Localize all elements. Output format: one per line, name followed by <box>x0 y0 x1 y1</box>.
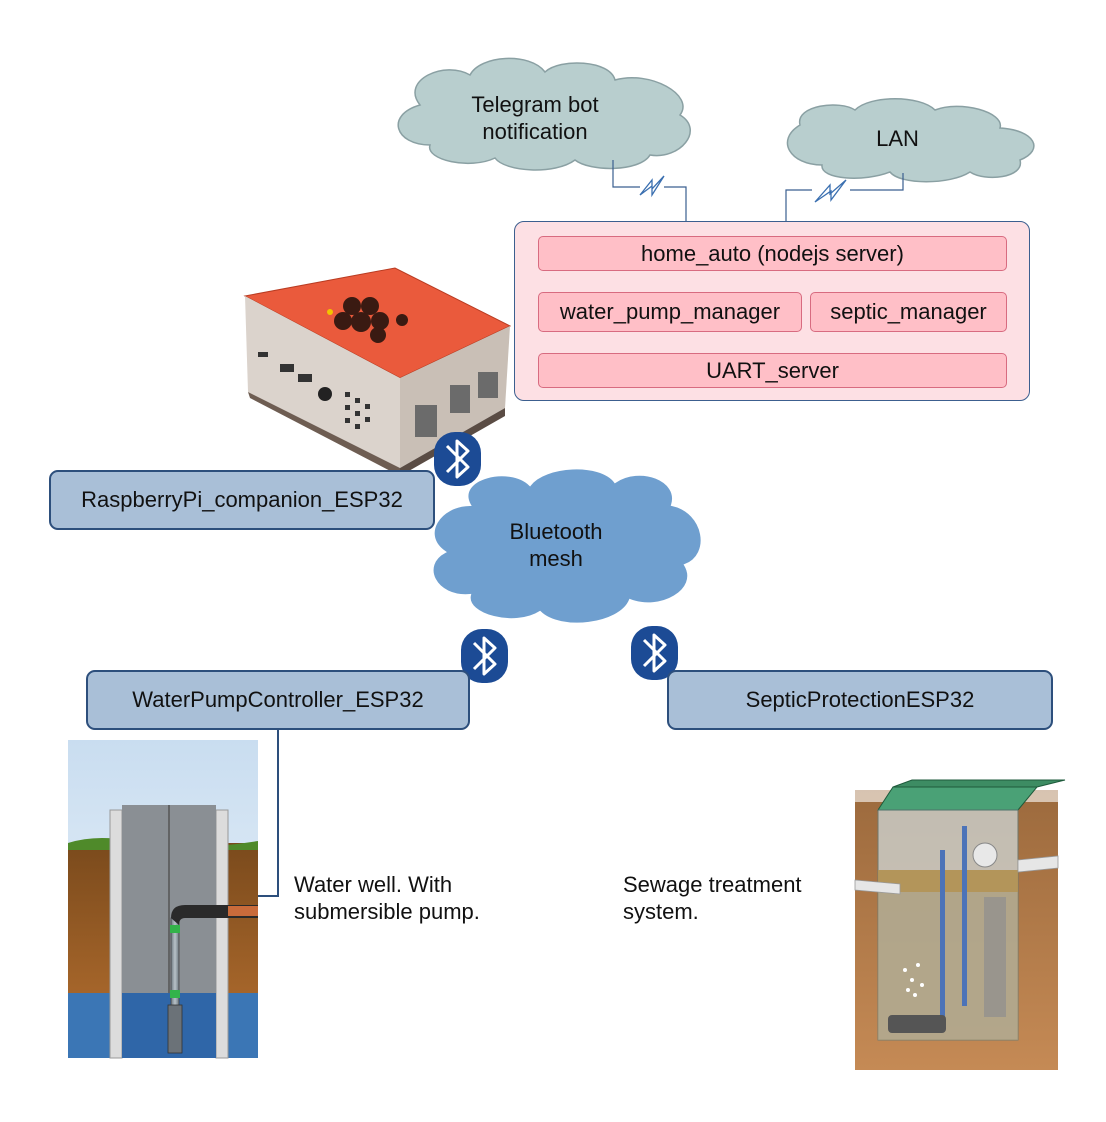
bluetooth-label-line2: mesh <box>529 546 583 571</box>
bluetooth-icon <box>434 432 481 486</box>
septic-tank-illustration <box>854 779 1066 1070</box>
lightning-icon <box>639 175 665 198</box>
water-pump-connector <box>258 729 279 897</box>
telegram-cloud <box>397 57 691 171</box>
bluetooth-mesh-cloud <box>431 467 703 625</box>
water-well-caption: Water well. With submersible pump. <box>294 871 480 925</box>
sewage-caption-line1: Sewage treatment <box>623 872 802 897</box>
lan-link <box>785 173 904 221</box>
bluetooth-mesh-label: Bluetooth mesh <box>476 518 636 572</box>
sewage-caption-line2: system. <box>623 899 699 924</box>
septic-protection-box: SepticProtectionESP32 <box>667 670 1053 730</box>
home-auto-module: home_auto (nodejs server) <box>538 236 1007 271</box>
raspberry-companion-box: RaspberryPi_companion_ESP32 <box>49 470 435 530</box>
sewage-caption: Sewage treatment system. <box>623 871 802 925</box>
water-pump-controller-box: WaterPumpController_ESP32 <box>86 670 470 730</box>
telegram-cloud-label: Telegram bot notification <box>440 91 630 145</box>
lan-cloud <box>786 98 1035 183</box>
septic-manager-module: septic_manager <box>810 292 1007 332</box>
water-well-illustration <box>68 740 258 1059</box>
water-pump-manager-module: water_pump_manager <box>538 292 802 332</box>
bluetooth-icon <box>631 626 678 680</box>
telegram-link <box>612 160 687 221</box>
lightning-icon <box>814 179 847 203</box>
lan-cloud-label: LAN <box>876 126 919 151</box>
bluetooth-label-line1: Bluetooth <box>509 519 603 544</box>
raspberry-pi-case <box>243 267 512 476</box>
uart-server-module: UART_server <box>538 353 1007 388</box>
water-well-caption-line2: submersible pump. <box>294 899 480 924</box>
water-well-caption-line1: Water well. With <box>294 872 453 897</box>
telegram-label-line2: notification <box>482 119 588 144</box>
telegram-label-line1: Telegram bot <box>471 92 599 117</box>
bluetooth-icon <box>461 629 508 683</box>
